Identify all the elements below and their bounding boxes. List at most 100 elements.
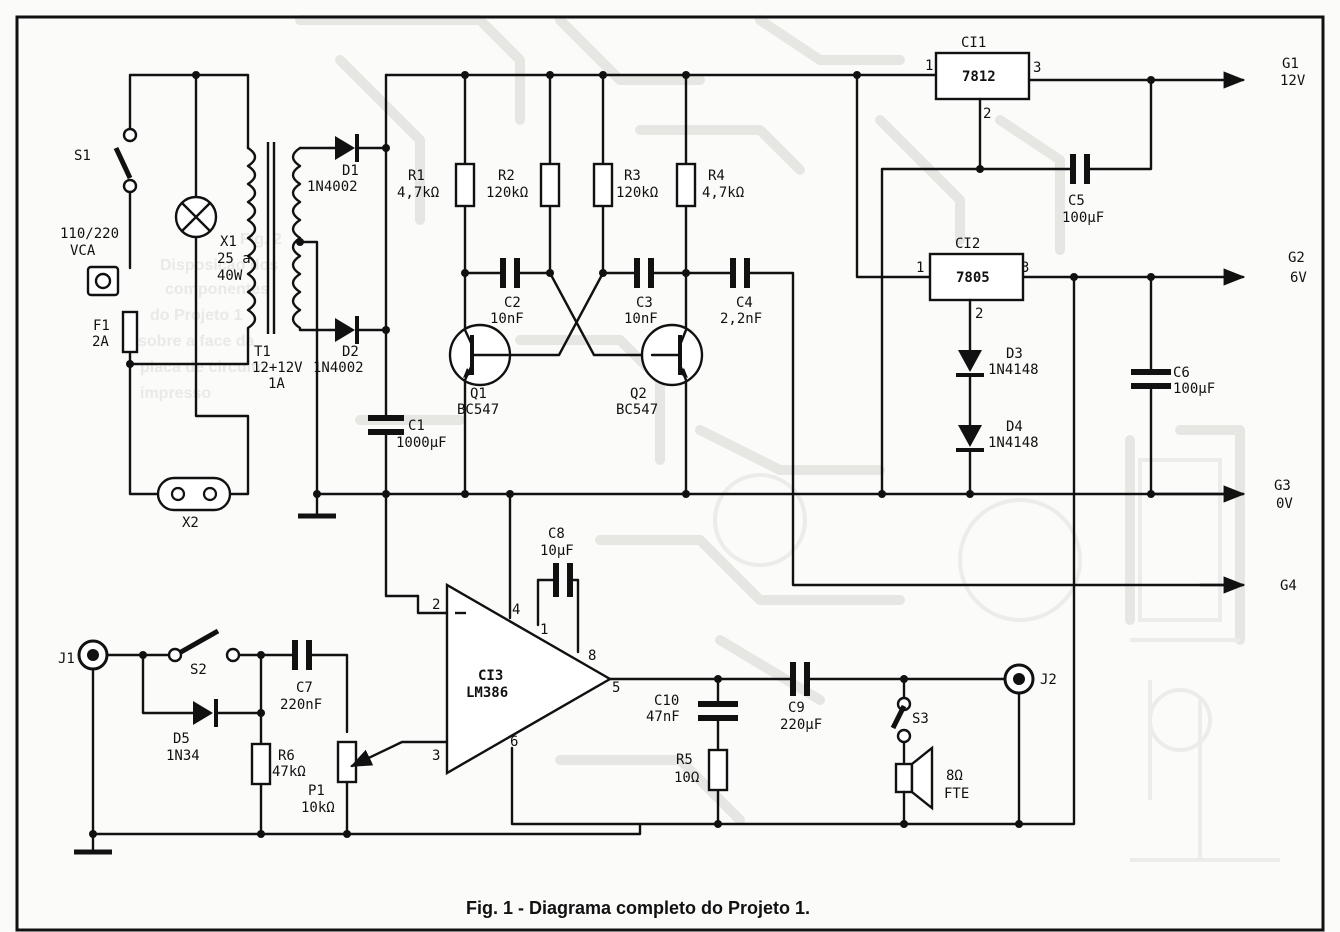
potentiometer-p1-icon <box>336 740 358 784</box>
label-c4: C4 <box>736 295 753 311</box>
label-r3: R3 <box>624 168 641 184</box>
ghost-text-7: impresso <box>140 385 211 402</box>
switch-s1-lever <box>113 146 133 180</box>
label-r4: R4 <box>708 168 725 184</box>
switch-s3-lever <box>890 704 907 730</box>
output-g3: G3 <box>1274 478 1291 494</box>
label-ci2-value: 7805 <box>956 270 990 286</box>
label-f1-value: 2A <box>92 334 109 350</box>
label-r6: R6 <box>278 748 295 764</box>
label-d2: D2 <box>342 344 359 360</box>
label-c7-value: 220nF <box>280 697 322 713</box>
figure-caption: Fig. 1 - Diagrama completo do Projeto 1. <box>466 898 810 918</box>
label-r4-value: 4,7kΩ <box>702 185 744 201</box>
output-g4: G4 <box>1280 578 1297 594</box>
label-c3: C3 <box>636 295 653 311</box>
label-d5: D5 <box>173 731 190 747</box>
pin-ci3-2: 2 <box>432 597 440 613</box>
output-g2: G2 <box>1288 250 1305 266</box>
label-c9-value: 220μF <box>780 717 822 733</box>
label-d3: D3 <box>1006 346 1023 362</box>
output-g2-voltage: 6V <box>1290 270 1307 286</box>
ghost-text-1: Fig. 2 <box>240 231 282 248</box>
label-ci3-value: LM386 <box>466 685 508 701</box>
multivibrator-section: R1 4,7kΩ R2 120kΩ R3 120kΩ R4 4,7kΩ C2 1… <box>397 73 1245 587</box>
socket-x2-icon <box>156 476 232 512</box>
label-d2-value: 1N4002 <box>313 360 364 376</box>
label-q2: Q2 <box>630 386 647 402</box>
speaker-icon <box>894 762 914 794</box>
pin-ci1-3: 3 <box>1033 60 1041 76</box>
label-d3-value: 1N4148 <box>988 362 1039 378</box>
label-x1-power: 40W <box>217 268 243 284</box>
diode-d5-icon <box>193 701 213 725</box>
resistor-r2-icon <box>539 162 561 208</box>
pin-ci1-2: 2 <box>983 106 991 122</box>
label-t1-current: 1A <box>268 376 285 392</box>
label-x2: X2 <box>182 515 199 531</box>
label-c5-value: 100μF <box>1062 210 1104 226</box>
label-d1: D1 <box>342 163 359 179</box>
label-r3-value: 120kΩ <box>616 185 658 201</box>
diode-d3-icon <box>958 350 982 372</box>
label-t1: T1 <box>254 344 271 360</box>
label-c7: C7 <box>296 680 313 696</box>
label-c6: C6 <box>1173 365 1190 381</box>
label-c8: C8 <box>548 526 565 542</box>
regulator-ci2-icon <box>928 252 1025 302</box>
resistor-r4-icon <box>675 162 697 208</box>
mains-input-section: S1 110/220 VCA F1 2A X1 25 a 40W X2 <box>60 71 251 531</box>
transformer-t1: T1 12+12V 1A <box>246 142 332 496</box>
pin-ci3-8: 8 <box>588 648 596 664</box>
label-c8-value: 10μF <box>540 543 574 559</box>
label-r5-value: 10Ω <box>674 770 699 786</box>
label-s2: S2 <box>190 662 207 678</box>
label-j1: J1 <box>58 651 75 667</box>
label-s1: S1 <box>74 148 91 164</box>
label-c10: C10 <box>654 693 679 709</box>
input-section: J1 S2 C7 220nF D5 1N34 R6 47kΩ P1 10kΩ <box>58 628 642 855</box>
label-r1: R1 <box>408 168 425 184</box>
label-d4-value: 1N4148 <box>988 435 1039 451</box>
regulator-section: 7812 CI1 1 3 2 C5 100μF 7805 CI2 1 3 2 C… <box>510 35 1246 826</box>
label-d4: D4 <box>1006 419 1023 435</box>
label-p1: P1 <box>308 783 325 799</box>
label-c4-value: 2,2nF <box>720 311 762 327</box>
output-labels: G1 12V G2 6V G3 0V G4 <box>1274 56 1307 594</box>
regulator-ci1-icon <box>934 51 1031 101</box>
output-g3-voltage: 0V <box>1276 496 1293 512</box>
resistor-r5-icon <box>707 748 729 792</box>
label-c9: C9 <box>788 700 805 716</box>
label-x1: X1 <box>220 234 237 250</box>
background-ghost-pcb: Fig. 2 Disposição dos componentes do Pro… <box>138 15 1280 862</box>
diode-d4-icon <box>958 425 982 447</box>
pin-ci3-3: 3 <box>432 748 440 764</box>
label-j2: J2 <box>1040 672 1057 688</box>
label-c6-value: 100μF <box>1173 381 1215 397</box>
label-t1-voltage: 12+12V <box>252 360 303 376</box>
label-q1-value: BC547 <box>457 402 499 418</box>
pin-ci3-5: 5 <box>612 680 620 696</box>
ghost-text-2: Disposição dos <box>160 257 278 274</box>
label-x1-rating: 25 a <box>217 251 251 267</box>
diode-d1-icon <box>335 136 355 160</box>
label-c3-value: 10nF <box>624 311 658 327</box>
label-q2-value: BC547 <box>616 402 658 418</box>
switch-s2-lever <box>179 628 220 655</box>
label-r2: R2 <box>498 168 515 184</box>
pin-ci1-1: 1 <box>925 58 933 74</box>
pin-ci3-4: 4 <box>512 602 520 618</box>
output-g1-voltage: 12V <box>1280 73 1306 89</box>
pin-ci2-1: 1 <box>916 260 924 276</box>
label-ci1-value: 7812 <box>962 69 996 85</box>
fuse-f1-icon <box>121 310 139 354</box>
label-c2: C2 <box>504 295 521 311</box>
label-d1-value: 1N4002 <box>307 179 358 195</box>
figure-frame <box>15 15 1325 932</box>
label-speaker: FTE <box>944 786 969 802</box>
pin-ci2-2: 2 <box>975 306 983 322</box>
diode-d2-icon <box>335 318 355 342</box>
amplifier-section: CI3 LM386 2 3 4 1 8 5 6 C8 10μF C9 220μF… <box>416 490 1057 828</box>
label-mains-vca: VCA <box>70 243 96 259</box>
